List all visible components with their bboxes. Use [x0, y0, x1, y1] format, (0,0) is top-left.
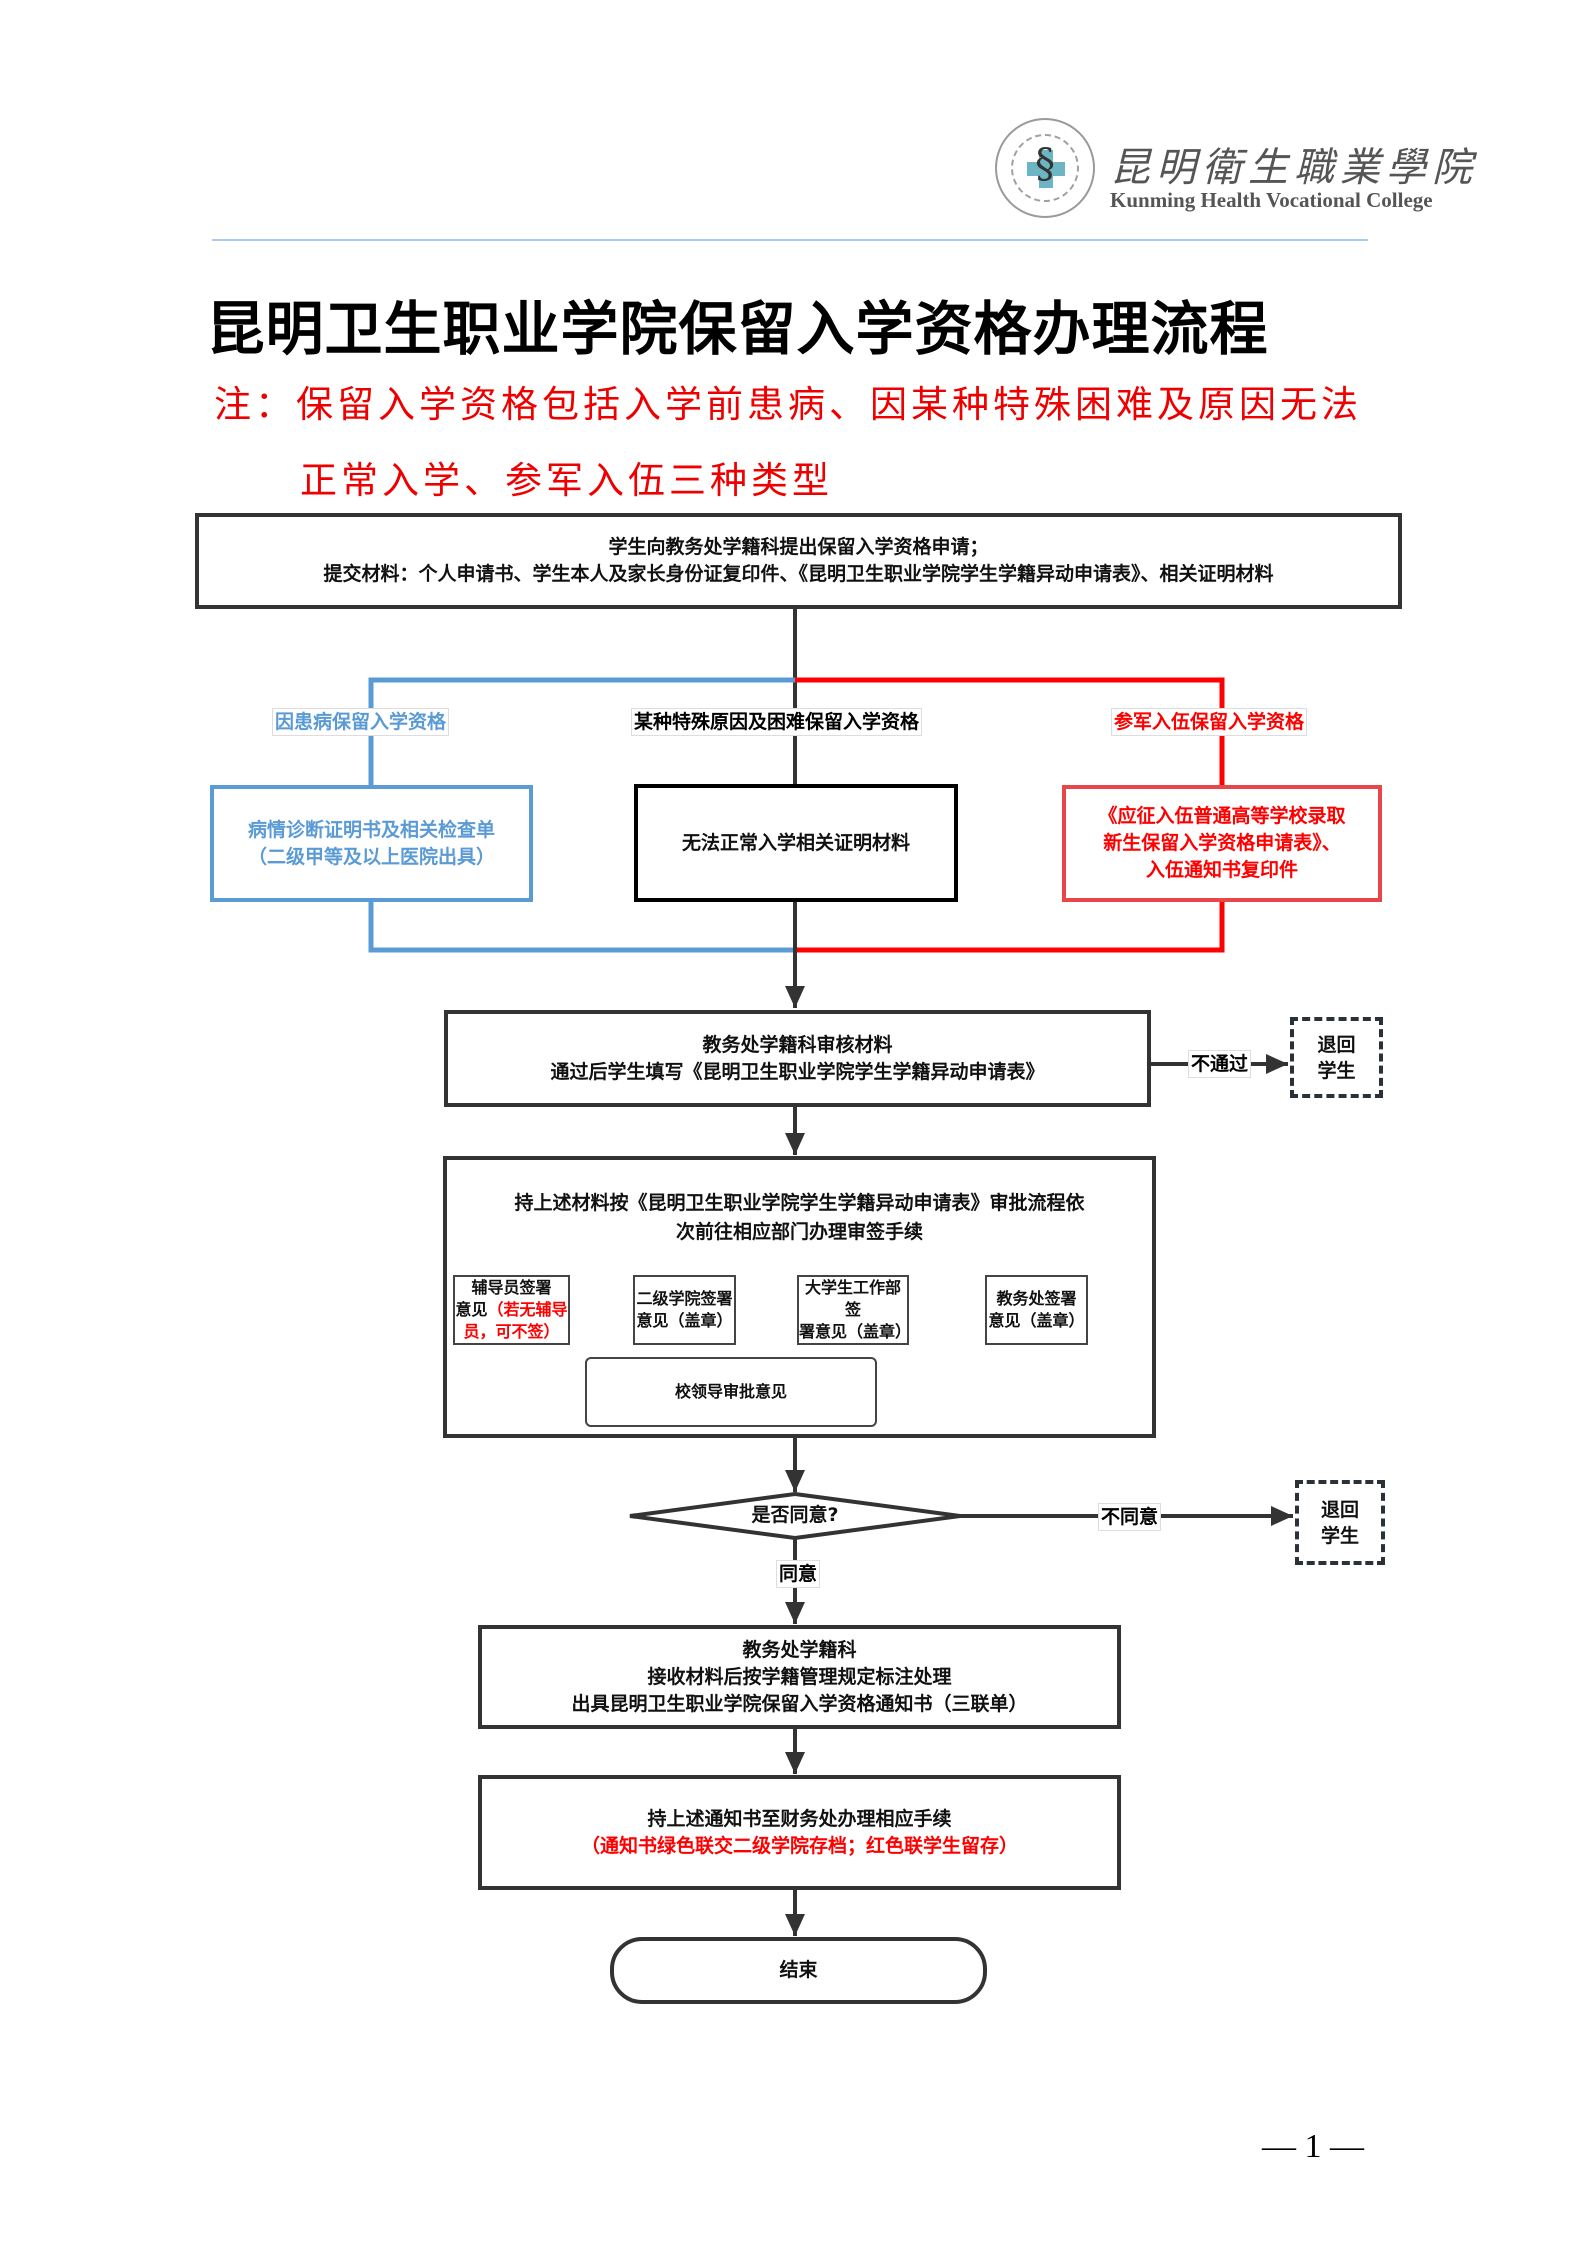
illness-box-line-1: 病情诊断证明书及相关检查单 [247, 818, 495, 841]
registry-processing-box: 教务处学籍科 接收材料后按学籍管理规定标注处理 出具昆明卫生职业学院保留入学资格… [478, 1625, 1121, 1729]
counselor-note: （若无辅导 [487, 1300, 568, 1319]
decision-return-line-2: 学生 [1320, 1524, 1359, 1547]
approval-line-2: 次前往相应部门办理审签手续 [675, 1221, 923, 1243]
page-number: — 1 — [1262, 2128, 1364, 2165]
review-line-1: 教务处学籍科审核材料 [702, 1033, 893, 1056]
start-line-2: 提交材料：个人申请书、学生本人及家长身份证复印件、《昆明卫生职业学院学生学籍异动… [323, 563, 1274, 585]
secondary-college-line-1: 二级学院签署 [636, 1289, 733, 1308]
student-affairs-line-1: 大学生工作部签 [804, 1278, 901, 1319]
decision-return-student-box: 退回 学生 [1295, 1480, 1385, 1565]
start-application-box: 学生向教务处学籍科提出保留入学资格申请； 提交材料：个人申请书、学生本人及家长身… [195, 513, 1402, 609]
illness-box-line-2: （二级甲等及以上医院出具） [247, 845, 495, 868]
military-materials-box: 《应征入伍普通高等学校录取 新生保留入学资格申请表》、 入伍通知书复印件 [1062, 785, 1382, 902]
decision-no-label: 不同意 [1098, 1503, 1162, 1531]
connector-red-branch-bottom [795, 900, 1225, 953]
counselor-line-2: 意见 [455, 1300, 488, 1319]
military-box-line-3: 入伍通知书复印件 [1145, 859, 1298, 881]
review-materials-box: 教务处学籍科审核材料 通过后学生填写《昆明卫生职业学院学生学籍异动申请表》 [444, 1010, 1151, 1107]
academic-affairs-sign-box: 教务处签署 意见（盖章） [985, 1275, 1088, 1345]
secondary-college-sign-box: 二级学院签署 意见（盖章） [633, 1275, 736, 1345]
school-leader-text: 校领导审批意见 [674, 1382, 787, 1401]
secondary-college-line-2: 意见（盖章） [636, 1311, 733, 1330]
header-divider [212, 239, 1368, 241]
review-line-2: 通过后学生填写《昆明卫生职业学院学生学籍异动申请表》 [550, 1060, 1045, 1083]
note-line-1: 注：保留入学资格包括入学前患病、因某种特殊困难及原因无法 [214, 383, 1362, 426]
serpent-icon: § [1035, 141, 1055, 187]
page-title: 昆明卫生职业学院保留入学资格办理流程 [0, 282, 1587, 366]
counselor-line-1: 辅导员签署 [471, 1278, 552, 1297]
page-title-text: 昆明卫生职业学院保留入学资格办理流程 [206, 295, 1269, 363]
student-affairs-sign-box: 大学生工作部签 署意见（盖章） [797, 1275, 912, 1345]
connector-blue-branch-top [368, 677, 795, 785]
decision-yes-label: 同意 [776, 1560, 821, 1588]
registry-line-3: 出具昆明卫生职业学院保留入学资格通知书（三联单） [571, 1692, 1028, 1715]
start-line-1: 学生向教务处学籍科提出保留入学资格申请； [608, 536, 989, 558]
student-affairs-line-2: 署意见（盖章） [799, 1322, 912, 1341]
academic-affairs-line-2: 意见（盖章） [988, 1311, 1085, 1330]
registry-line-2: 接收材料后按学籍管理规定标注处理 [647, 1665, 952, 1688]
military-box-line-2: 新生保留入学资格申请表》、 [1103, 832, 1341, 854]
seal-wreath-icon [1011, 134, 1079, 202]
counselor-note-2: 员，可不签） [463, 1322, 560, 1341]
military-box-line-1: 《应征入伍普通高等学校录取 [1098, 805, 1346, 827]
connector-red-branch-top [795, 677, 1225, 785]
return-line-2: 学生 [1317, 1059, 1356, 1082]
college-name-chinese: 昆明衛生職業學院 [1110, 145, 1478, 191]
finance-note: （通知书绿色联交二级学院存档；红色联学生留存） [580, 1834, 1018, 1857]
review-reject-label: 不通过 [1188, 1050, 1252, 1078]
counselor-sign-box: 辅导员签署 意见（若无辅导 员，可不签） [453, 1275, 570, 1345]
special-difficulty-materials-box: 无法正常入学相关证明材料 [634, 784, 958, 902]
finance-procedure-box: 持上述通知书至财务处办理相应手续 （通知书绿色联交二级学院存档；红色联学生留存） [478, 1775, 1121, 1890]
finance-line-1: 持上述通知书至财务处办理相应手续 [647, 1807, 952, 1830]
approval-line-1: 持上述材料按《昆明卫生职业学院学生学籍异动申请表》审批流程依 [514, 1192, 1085, 1214]
special-box-line-1: 无法正常入学相关证明材料 [681, 831, 910, 854]
decision-question: 是否同意? [751, 1504, 839, 1526]
end-terminator: 结束 [610, 1937, 987, 2004]
review-return-student-box: 退回 学生 [1290, 1017, 1383, 1098]
school-leader-approval-box: 校领导审批意见 [585, 1357, 877, 1427]
college-seal-logo: § [995, 118, 1095, 218]
academic-affairs-line-1: 教务处签署 [996, 1289, 1077, 1308]
branch-label-illness: 因患病保留入学资格 [272, 708, 450, 736]
registry-line-1: 教务处学籍科 [742, 1638, 857, 1661]
return-line-1: 退回 [1317, 1033, 1356, 1056]
college-name-english: Kunming Health Vocational College [1110, 188, 1433, 212]
note-line-2: 正常入学、参军入伍三种类型 [300, 459, 833, 502]
medical-cross-bar [1027, 162, 1065, 176]
illness-materials-box: 病情诊断证明书及相关检查单 （二级甲等及以上医院出具） [210, 785, 533, 902]
branch-label-military: 参军入伍保留入学资格 [1111, 708, 1308, 736]
connector-blue-branch-bottom [368, 900, 795, 953]
end-text: 结束 [779, 1959, 818, 1981]
decision-return-line-1: 退回 [1320, 1498, 1359, 1521]
branch-label-special-difficulty: 某种特殊原因及困难保留入学资格 [631, 708, 923, 736]
